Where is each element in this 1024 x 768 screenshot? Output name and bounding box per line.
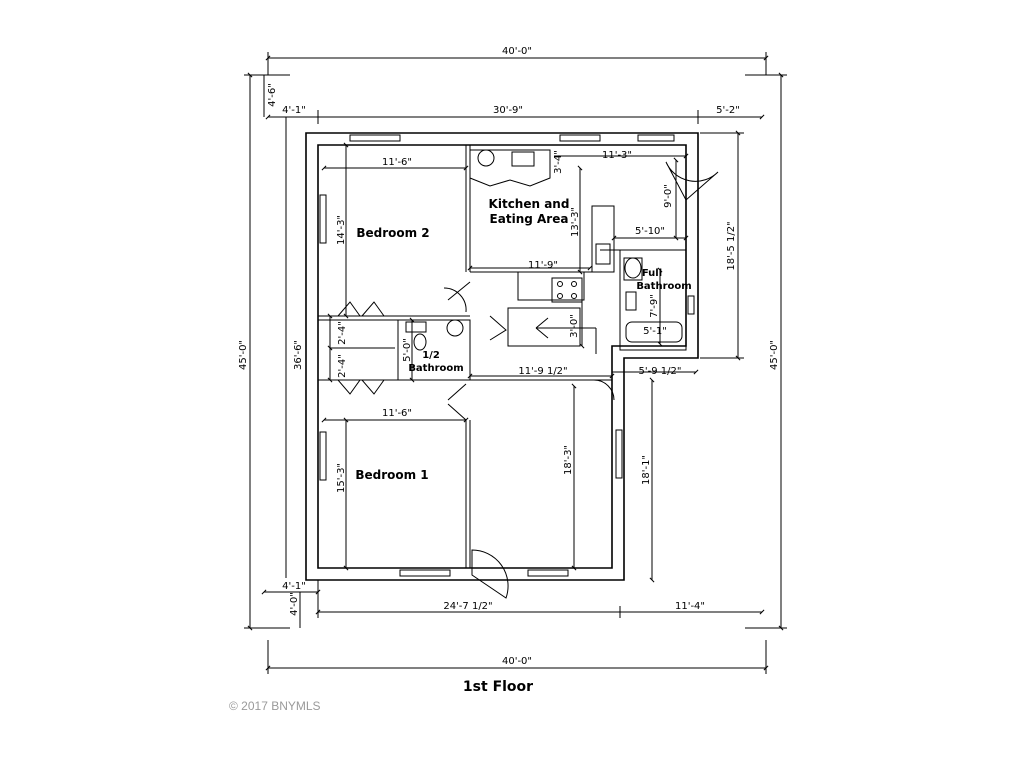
room-label-full-bath-line2: Bathroom <box>636 281 691 292</box>
dim-kitchen-height: 13'-3" <box>570 207 581 237</box>
dimension-labels: 40'-0" 4'-1" 30'-9" 5'-2" 4'-6" 45'-0" 3… <box>238 46 780 667</box>
dim-closet2: 2'-4" <box>337 354 348 378</box>
dim-left-inner: 36'-6" <box>293 340 304 370</box>
dim-top-right: 5'-2" <box>716 105 740 116</box>
dim-bath-width: 5'-10" <box>635 226 665 237</box>
dim-right-overall: 45'-0" <box>769 340 780 370</box>
dim-half-bath-width: 5'-0" <box>402 338 413 362</box>
dim-top-left-offset: 4'-1" <box>282 105 306 116</box>
copyright-watermark: © 2017 BNYMLS <box>229 699 321 713</box>
dim-bath-height: 7'-9" <box>649 294 660 318</box>
floor-title: 1st Floor <box>463 679 533 695</box>
dim-closet1: 2'-4" <box>337 321 348 345</box>
dim-living-height: 18'-3" <box>563 445 574 475</box>
room-label-kitchen-line2: Eating Area <box>490 212 569 226</box>
dim-hall-width: 11'-9 1/2" <box>518 366 567 377</box>
dim-left-top-offset: 4'-6" <box>267 83 278 107</box>
dim-bottom-left-offset: 4'-1" <box>282 581 306 592</box>
dim-bottom-main: 24'-7 1/2" <box>443 601 492 612</box>
dim-bottom-offset-v: 4'-0" <box>289 592 300 616</box>
room-label-bedroom2: Bedroom 2 <box>356 226 429 240</box>
room-label-full-bath-line1: Full <box>642 268 662 279</box>
overall-dimension-lines <box>244 52 787 674</box>
dim-overall-bottom: 40'-0" <box>502 656 532 667</box>
dim-left-overall: 45'-0" <box>238 340 249 370</box>
room-label-kitchen-line1: Kitchen and <box>489 197 570 211</box>
room-labels: Bedroom 2 Bedroom 1 Kitchen and Eating A… <box>355 197 691 482</box>
dim-kitchen-top: 11'-3" <box>602 150 632 161</box>
dim-right-bath-height: 18'-5 1/2" <box>726 221 737 270</box>
dim-kitchen-width: 11'-9" <box>528 260 558 271</box>
dim-bedroom2-height: 14'-3" <box>336 215 347 245</box>
dim-kitchen-right: 9'-0" <box>663 184 674 208</box>
dim-living-right-height: 18'-1" <box>641 455 652 485</box>
room-label-bedroom1: Bedroom 1 <box>355 468 428 482</box>
exterior-walls <box>305 132 699 581</box>
windows <box>319 134 695 577</box>
dim-tub-width: 5'-1" <box>643 326 667 337</box>
dim-hall-height: 3'-0" <box>569 314 580 338</box>
dim-overall-top: 40'-0" <box>502 46 532 57</box>
dim-bottom-right: 11'-4" <box>675 601 705 612</box>
dim-bedroom1-height: 15'-3" <box>336 463 347 493</box>
doors <box>337 161 719 599</box>
dim-kitchen-small: 3'-4" <box>553 150 564 174</box>
dim-top-main: 30'-9" <box>493 105 523 116</box>
dim-bedroom2-width: 11'-6" <box>382 157 412 168</box>
room-label-half-bath-line1: 1/2 <box>422 350 440 361</box>
room-label-half-bath-line2: Bathroom <box>408 363 463 374</box>
dim-bedroom1-width: 11'-6" <box>382 408 412 419</box>
interior-dimension-lines <box>321 142 699 583</box>
dim-right-bottom-width: 5'-9 1/2" <box>639 366 682 377</box>
